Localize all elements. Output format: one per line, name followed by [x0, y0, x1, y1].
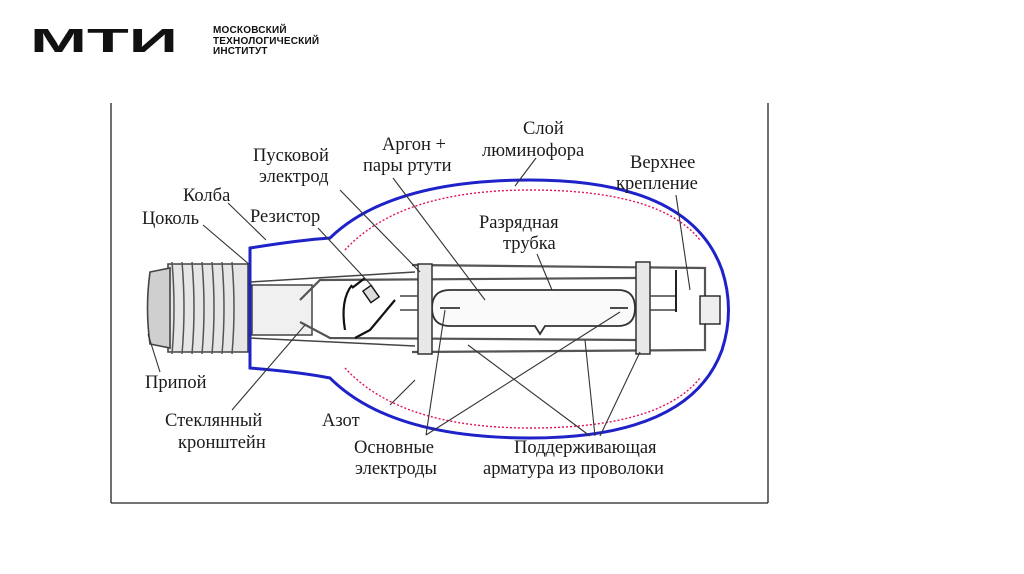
label-cokol: Цоколь	[142, 209, 199, 229]
glass-bulb	[248, 178, 730, 440]
phosphor-layer-bottom	[344, 367, 701, 429]
phosphor-layer-top	[344, 189, 701, 251]
logo-line-3: ИНСТИТУТ	[213, 46, 268, 57]
label-osnov-1: Основные	[354, 438, 434, 458]
label-argon-2: пары ртути	[363, 156, 452, 176]
discharge-tube	[431, 289, 636, 336]
diagram-frame	[110, 103, 769, 504]
support-clamps	[417, 261, 651, 355]
label-verhnee-1: Верхнее	[630, 153, 695, 173]
logo-institute-name: МОСКОВСКИЙ ТЕХНОЛОГИЧЕСКИЙ ИНСТИТУТ	[213, 25, 320, 58]
label-pripoy: Припой	[145, 373, 207, 393]
label-puskovoy-2: электрод	[259, 167, 328, 187]
label-razryad-2: трубка	[503, 234, 556, 254]
glass-stem	[249, 271, 416, 347]
label-razryad-1: Разрядная	[479, 213, 559, 233]
logo-line-2: ТЕХНОЛОГИЧЕСКИЙ	[213, 35, 320, 47]
label-verhnee-2: крепление	[616, 174, 698, 194]
lead-wires	[400, 295, 675, 311]
label-argon-1: Аргон +	[382, 135, 446, 155]
label-steklo-1: Стеклянный	[165, 411, 262, 431]
label-sloy-1: Слой	[523, 119, 564, 139]
label-rezistor: Резистор	[250, 207, 320, 227]
leader-lines	[147, 157, 691, 437]
label-podderzh-1: Поддерживающая	[514, 438, 657, 458]
label-podderzh-2: арматура из проволоки	[483, 459, 664, 479]
diagram-labels: Цоколь Колба Пусковой электрод Резистор …	[142, 119, 698, 479]
svg-text:МТИ: МТИ	[30, 28, 178, 54]
label-kolba: Колба	[183, 186, 230, 206]
logo-line-1: МОСКОВСКИЙ	[213, 25, 287, 36]
top-mount	[675, 270, 721, 325]
mti-logo-mark: МТИ	[30, 28, 178, 54]
label-osnov-2: электроды	[355, 459, 437, 479]
lamp-base	[146, 261, 249, 355]
starter-circuit	[342, 277, 396, 339]
label-azot: Азот	[322, 411, 360, 431]
label-sloy-2: люминофора	[482, 141, 584, 161]
label-puskovoy-1: Пусковой	[253, 146, 329, 166]
label-steklo-2: кронштейн	[178, 433, 266, 453]
mti-logo: МТИ МОСКОВСКИЙ ТЕХНОЛОГИЧЕСКИЙ ИНСТИТУТ	[30, 22, 350, 62]
